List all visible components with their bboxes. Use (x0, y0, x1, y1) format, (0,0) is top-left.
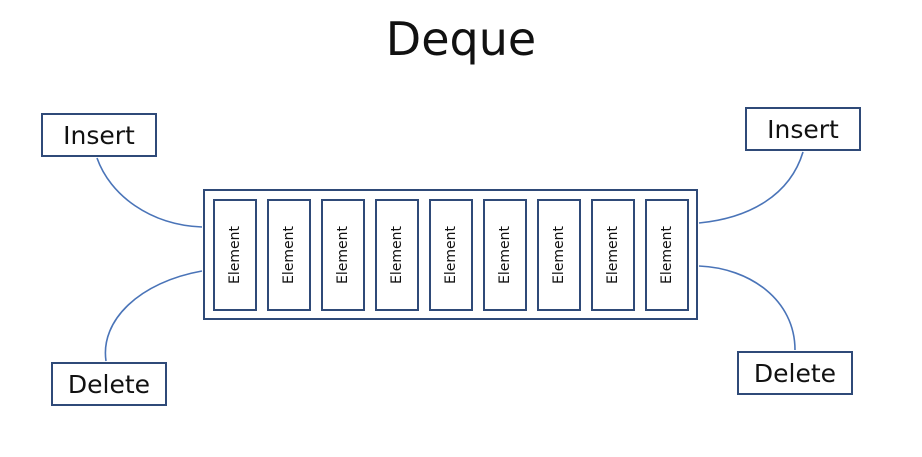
deque-element-cell: Element (375, 199, 419, 311)
delete-left-box: Delete (51, 362, 167, 406)
insert-left-connector (96, 157, 203, 228)
deque-element-cell: Element (591, 199, 635, 311)
delete-left-connector (104, 270, 203, 362)
deque-element-cell: Element (267, 199, 311, 311)
element-label: Element (443, 226, 459, 284)
delete-right-connector (698, 265, 796, 351)
deque-element-cell: Element (537, 199, 581, 311)
delete-right-label: Delete (753, 358, 837, 388)
insert-right-connector (698, 151, 804, 224)
deque-container: Element Element Element Element Element … (203, 189, 698, 320)
deque-element-cell: Element (645, 199, 689, 311)
delete-left-label: Delete (67, 369, 151, 399)
deque-element-cell: Element (483, 199, 527, 311)
element-label: Element (605, 226, 621, 284)
element-label: Element (335, 226, 351, 284)
element-label: Element (281, 226, 297, 284)
deque-element-cell: Element (321, 199, 365, 311)
delete-right-box: Delete (737, 351, 853, 395)
element-label: Element (659, 226, 675, 284)
element-label: Element (389, 226, 405, 284)
insert-left-label: Insert (63, 120, 135, 150)
deque-element-cell: Element (429, 199, 473, 311)
diagram-title: Deque (385, 12, 537, 66)
insert-right-box: Insert (745, 107, 861, 151)
deque-element-cell: Element (213, 199, 257, 311)
insert-left-box: Insert (41, 113, 157, 157)
element-label: Element (497, 226, 513, 284)
insert-right-label: Insert (767, 114, 839, 144)
element-label: Element (227, 226, 243, 284)
element-label: Element (551, 226, 567, 284)
